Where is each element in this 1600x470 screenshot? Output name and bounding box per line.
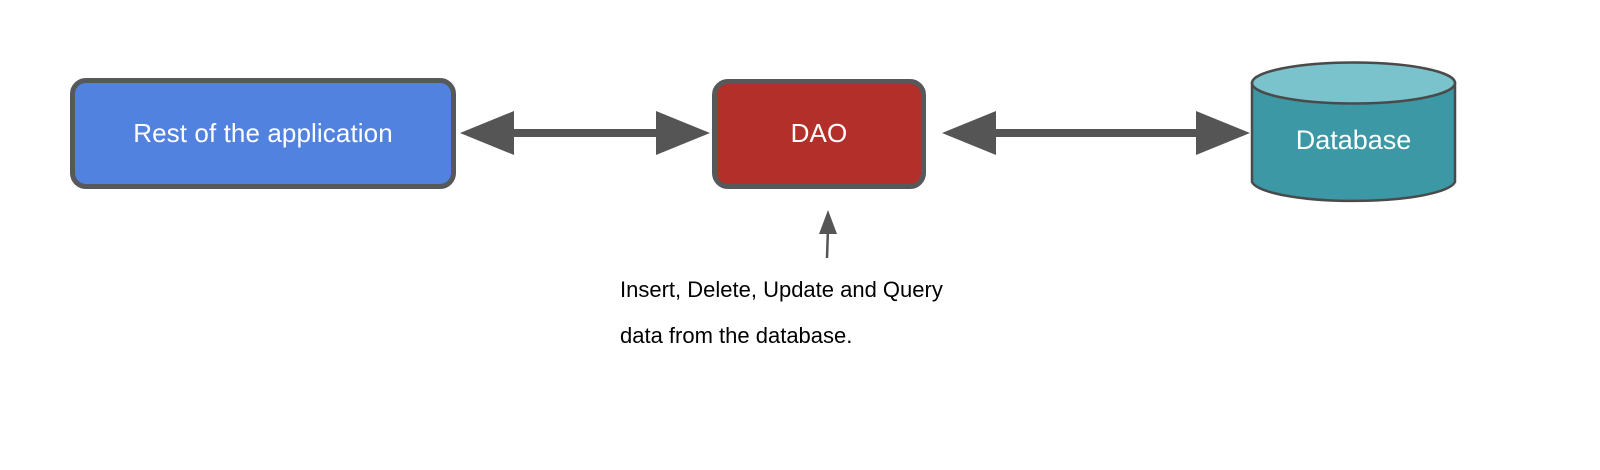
node-rest-of-application[interactable]: Rest of the application xyxy=(70,78,456,189)
connector-dao-to-database xyxy=(922,104,1258,162)
node-database-label: Database xyxy=(1295,125,1412,155)
node-dao-label: DAO xyxy=(790,118,848,149)
connector-note-to-dao xyxy=(806,206,850,262)
node-database[interactable]: Database xyxy=(1250,61,1457,204)
double-arrow-icon xyxy=(460,111,710,155)
connector-app-to-dao xyxy=(452,104,718,162)
double-arrow-icon xyxy=(942,111,1250,155)
annotation-note: Insert, Delete, Update and Query data fr… xyxy=(620,277,943,348)
node-rest-of-application-label: Rest of the application xyxy=(133,117,393,148)
up-arrow-icon xyxy=(819,210,837,259)
node-dao[interactable]: DAO xyxy=(712,79,926,189)
cylinder-icon xyxy=(1250,61,1457,203)
